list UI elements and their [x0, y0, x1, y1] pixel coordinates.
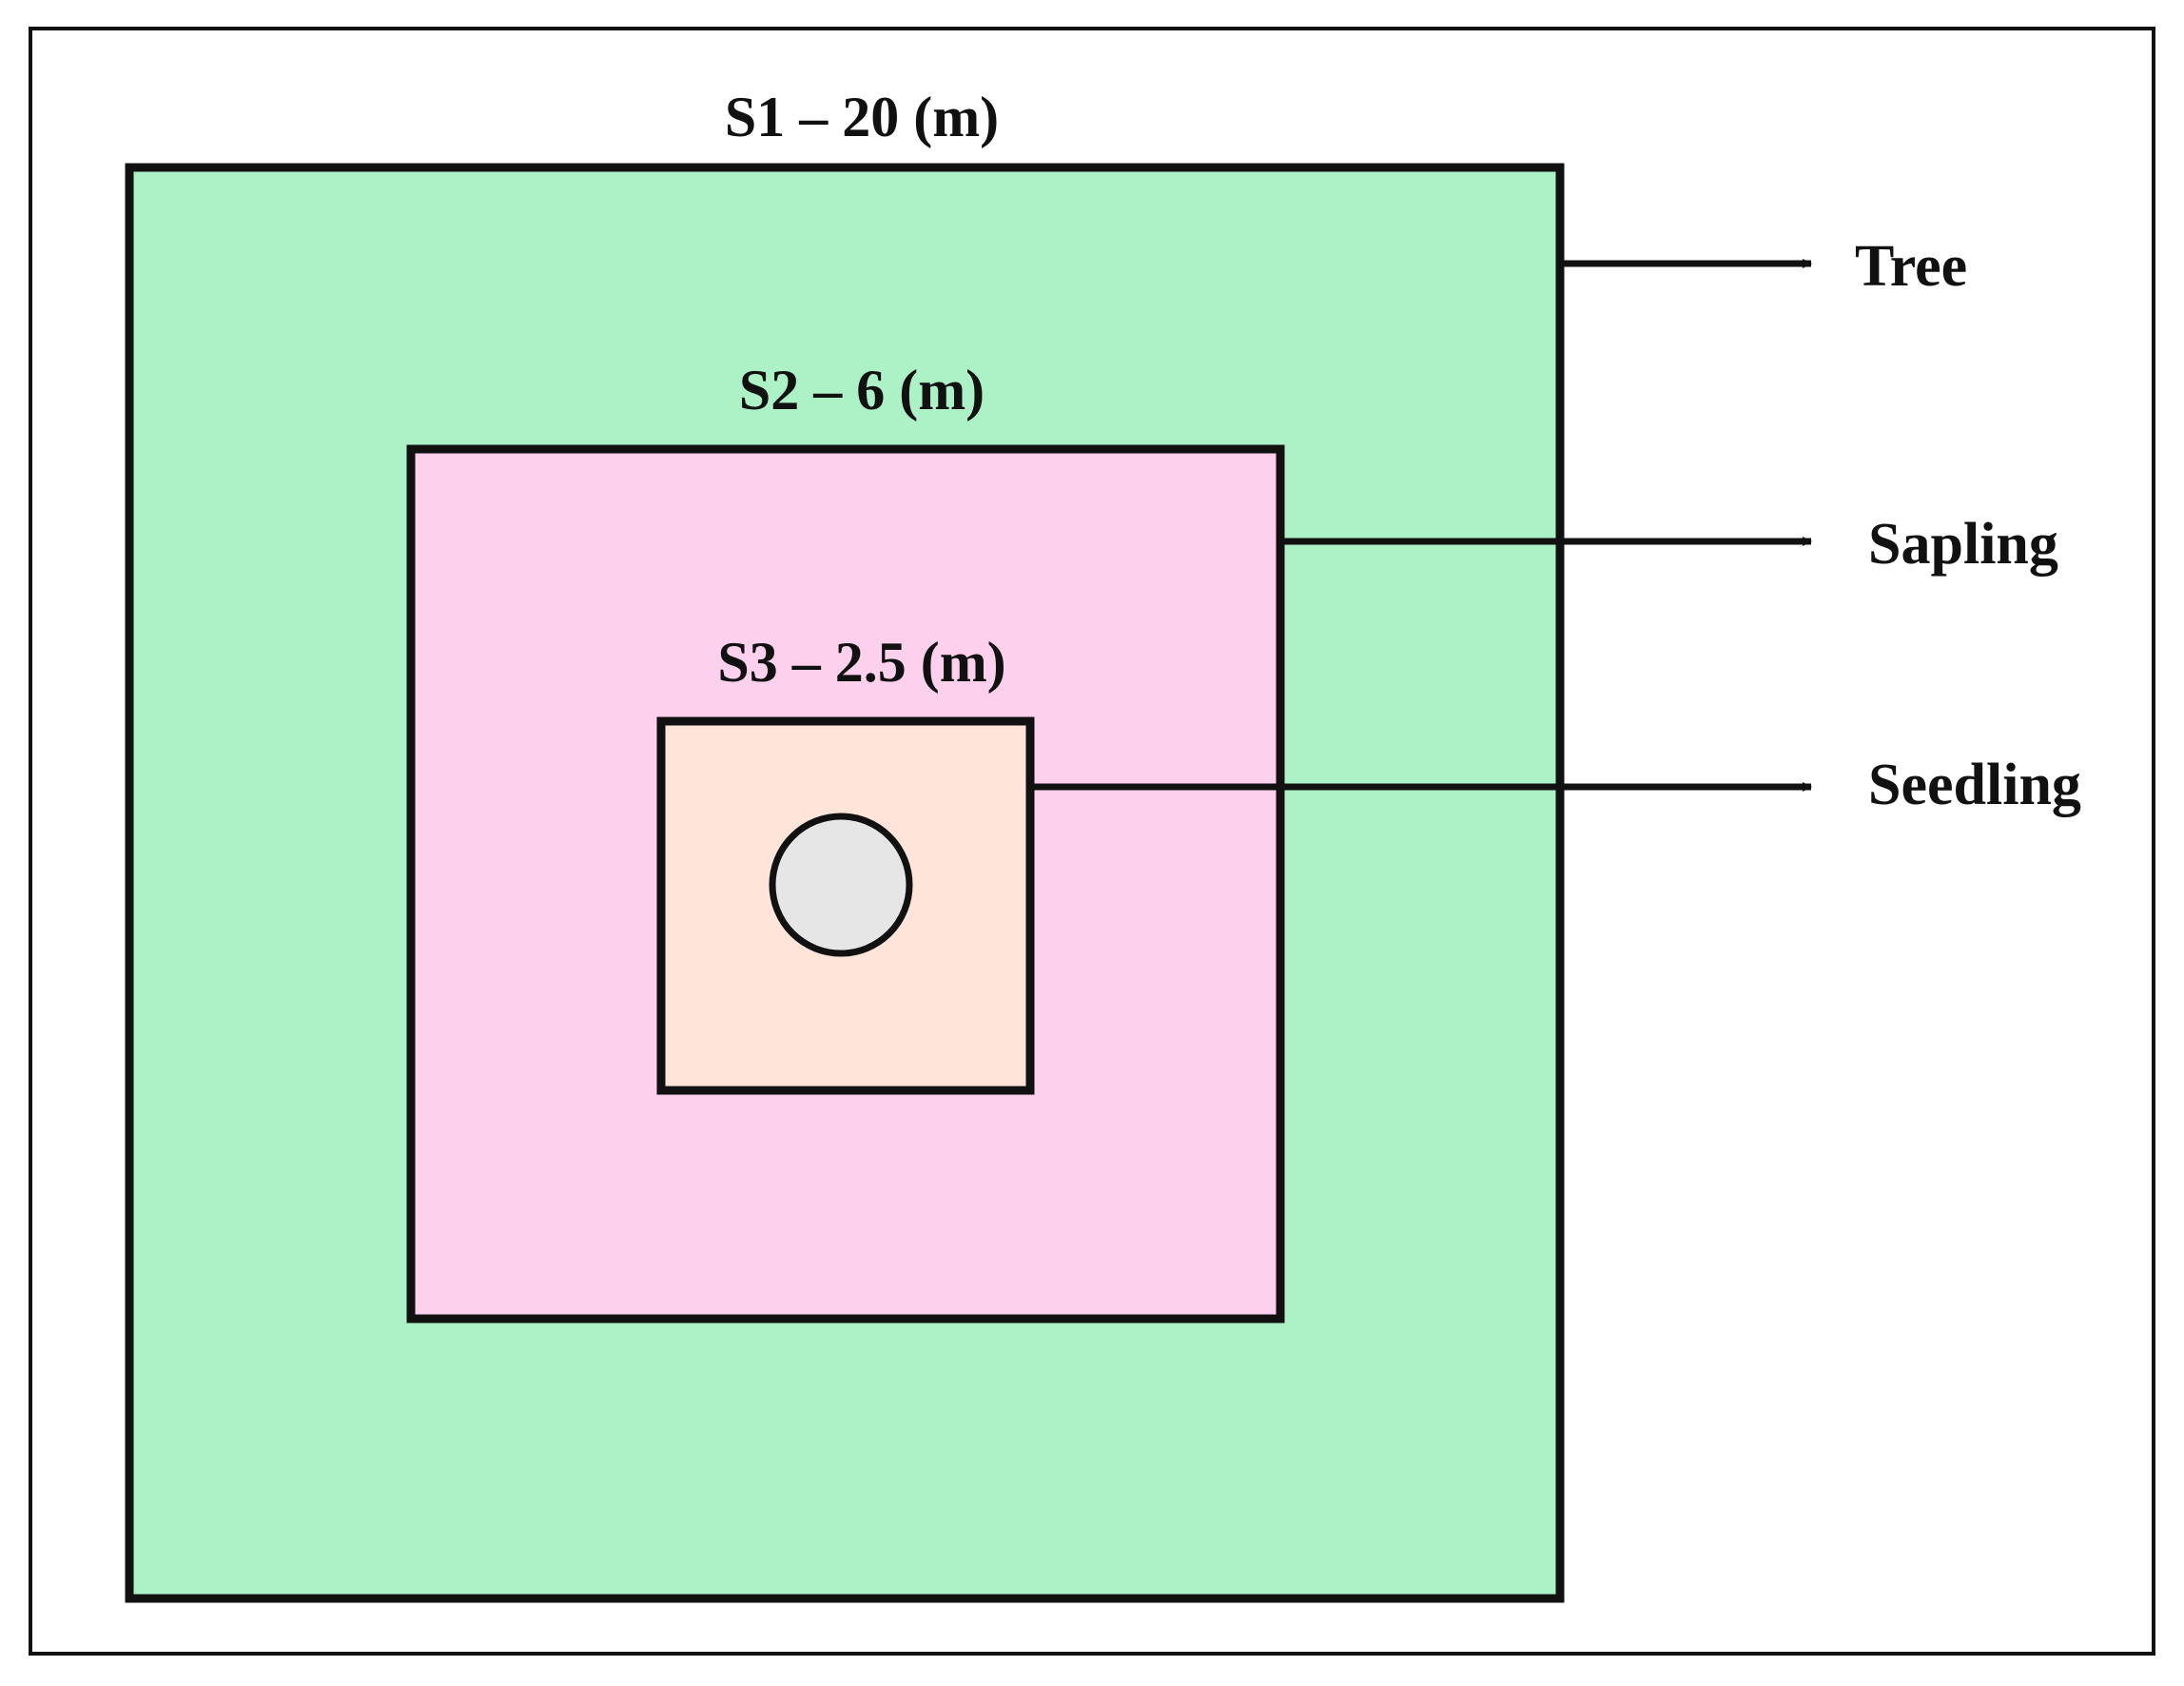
legend-tree-label: Tree	[1855, 234, 1967, 299]
legend-sapling-label: Sapling	[1868, 512, 2058, 577]
outer-frame	[29, 27, 2155, 1656]
plot-s1-square	[125, 163, 1565, 1603]
plot-center-marker	[769, 813, 913, 957]
plot-s1-label: S1 – 20 (m)	[725, 86, 999, 148]
plot-s2-label: S2 – 6 (m)	[739, 359, 985, 422]
legend-seedling-label: Seedling	[1868, 753, 2081, 817]
plot-s3-label: S3 – 2.5 (m)	[717, 631, 1005, 694]
